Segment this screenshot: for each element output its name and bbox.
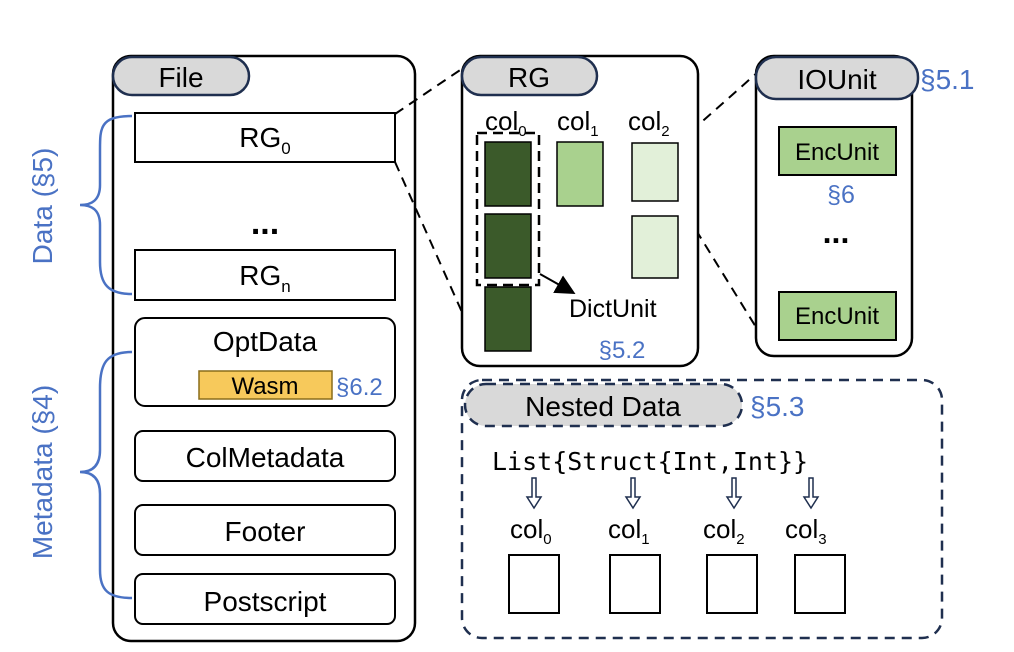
encunit-top-box	[778, 126, 897, 176]
file-tab-label: File	[158, 62, 203, 93]
wasm-box	[198, 370, 333, 400]
encunit-top-label: EncUnit	[795, 139, 879, 166]
rg-col-2-page-1	[631, 142, 679, 202]
rg-first-box: RG0	[134, 112, 396, 163]
metadata-brace: Metadata (§4)	[27, 350, 133, 600]
nested-col-2-box	[706, 554, 758, 614]
iounit-panel: IOUnit §5.1 EncUnit §6 ... EncUnit	[754, 54, 975, 358]
nested-col-0-box	[508, 554, 560, 614]
nested-schema: List{Struct{Int,Int}}	[492, 447, 808, 476]
data-brace: Data (§5)	[27, 114, 133, 296]
rg-col-2-label: col2	[628, 106, 670, 140]
nested-col-1-label: col1	[608, 514, 650, 548]
rg-section-ref: §5.2	[599, 337, 646, 364]
footer-label: Footer	[225, 516, 306, 547]
dictunit-label: DictUnit	[569, 295, 657, 323]
rg-col-0-page-1	[484, 141, 532, 207]
schema-arrow-2	[725, 477, 743, 510]
rg-col-0-page-3	[484, 286, 532, 352]
wasm-label: Wasm	[231, 373, 298, 400]
rg-last-box: RGn	[134, 249, 396, 301]
encunit-ellipsis: ...	[823, 214, 850, 250]
rg-last-label: RG	[239, 260, 281, 291]
data-brace-label: Data (§5)	[27, 148, 58, 265]
nested-col-3-label: col3	[785, 514, 827, 548]
dictunit-arrow	[539, 273, 576, 294]
iounit-tab: IOUnit	[754, 55, 920, 101]
svg-text:RG0: RG0	[239, 122, 290, 158]
encunit-bottom-label: EncUnit	[795, 303, 879, 330]
optdata-box: OptData Wasm §6.2	[134, 317, 396, 407]
nested-data-tab: Nested Data	[463, 382, 744, 428]
rg-tab-label: RG	[508, 62, 550, 93]
rg-last-subscript: n	[281, 277, 290, 296]
nested-col-1-box	[609, 554, 661, 614]
iounit-zoom-line-bottom	[677, 200, 773, 354]
metadata-brace-label: Metadata (§4)	[27, 385, 58, 559]
svg-text:RGn: RGn	[239, 260, 290, 296]
optdata-label: OptData	[213, 326, 318, 357]
rg-first-label: RG	[239, 122, 281, 153]
nested-data-panel: Nested Data §5.3 List{Struct{Int,Int}} c…	[460, 378, 944, 640]
encunit-bottom-box	[778, 291, 897, 341]
rg-first-subscript: 0	[281, 139, 290, 158]
rg-col-1-label: col1	[557, 106, 599, 140]
rg-col-1-page-1	[556, 141, 604, 207]
colmetadata-box: ColMetadata	[134, 430, 396, 482]
rg-col-2-page-2	[631, 215, 679, 279]
encunit-section-ref: §6	[827, 181, 855, 209]
file-panel: File RG0 ... RGn OptData Wasm §6.2 ColMe…	[111, 54, 417, 643]
nested-col-3-box	[794, 554, 846, 614]
colmetadata-label: ColMetadata	[186, 442, 345, 473]
postscript-box: Postscript	[134, 573, 396, 625]
schema-arrow-0	[525, 477, 543, 510]
rg-ellipsis: ...	[251, 204, 279, 242]
schema-arrow-3	[802, 477, 820, 510]
wasm-section-ref: §6.2	[336, 374, 383, 401]
file-tab: File	[111, 55, 251, 97]
schema-arrow-1	[624, 477, 642, 510]
rg-tab: RG	[460, 55, 599, 97]
iounit-tab-label: IOUnit	[797, 64, 877, 95]
footer-box: Footer	[134, 504, 396, 556]
nested-col-2-label: col2	[703, 514, 745, 548]
nested-data-tab-label: Nested Data	[525, 391, 681, 422]
nested-col-0-label: col0	[510, 514, 552, 548]
rg-panel: RG col0 col1 col2 DictUnit §5.2	[460, 54, 700, 368]
rg-col-0-label: col0	[485, 106, 527, 140]
iounit-section-ref: §5.1	[920, 64, 975, 95]
dictunit-group-box	[475, 131, 541, 287]
rg-col-0-page-2	[484, 213, 532, 279]
nested-data-section-ref: §5.3	[750, 391, 805, 422]
postscript-label: Postscript	[204, 586, 327, 617]
